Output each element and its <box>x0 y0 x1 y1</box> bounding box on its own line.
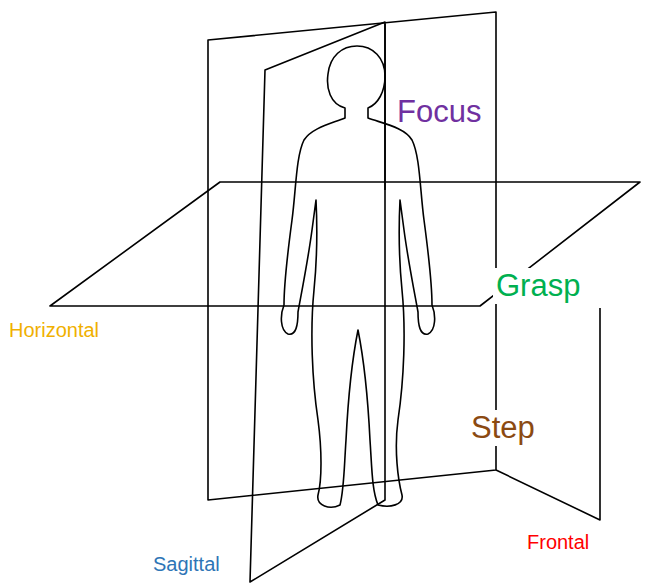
horizontal-plane <box>50 182 640 306</box>
plane-label: Horizontal <box>6 318 102 342</box>
action-label: Focus <box>394 94 484 130</box>
plane-label: Sagittal <box>150 552 223 576</box>
action-label: Step <box>468 410 538 446</box>
plane-label: Frontal <box>524 530 592 554</box>
action-label: Grasp <box>493 268 583 304</box>
frontal-plane <box>208 12 496 500</box>
